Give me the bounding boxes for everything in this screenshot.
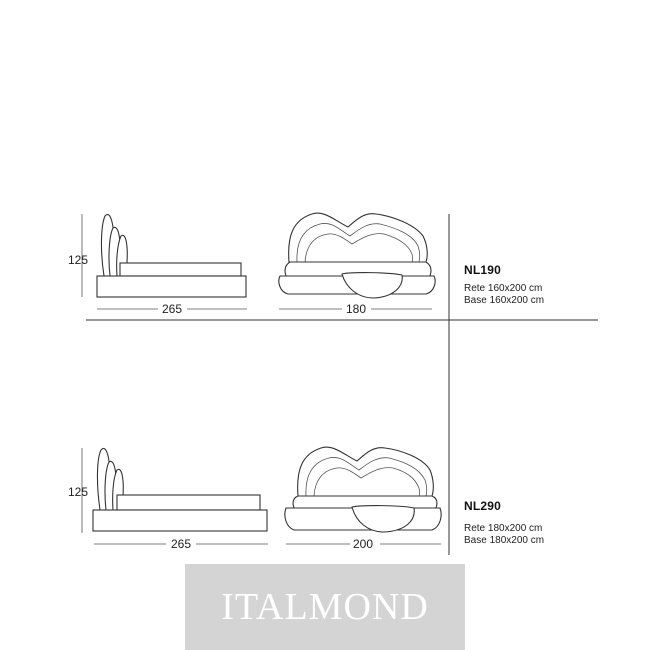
- nl290-height-label: 125: [68, 485, 88, 499]
- spec-base: Base 180x200 cm: [464, 535, 545, 546]
- nl290-width-label: 200: [353, 537, 373, 551]
- spec-base: Base 160x200 cm: [464, 295, 545, 306]
- nl290-side-view: [92, 448, 268, 532]
- nl290-length-label: 265: [171, 537, 191, 551]
- nl290-front-view: [284, 446, 442, 533]
- nl190-length-label: 265: [162, 302, 182, 316]
- nl190-info: NL190 Rete 160x200 cm Base 160x200 cm: [464, 263, 544, 307]
- watermark-text: ITALMOND: [221, 586, 429, 628]
- italmond-watermark: ITALMOND: [185, 564, 465, 650]
- nl190-side-view: [96, 214, 247, 298]
- model-name: NL190: [464, 263, 502, 277]
- nl190-width-label: 180: [346, 302, 366, 316]
- spec-rete: Rete 160x200 cm: [464, 283, 543, 294]
- nl190-height-label: 125: [68, 253, 88, 267]
- nl190-front-view: [278, 212, 436, 299]
- spec-rete: Rete 180x200 cm: [464, 523, 543, 534]
- model-name: NL290: [464, 499, 502, 513]
- nl290-info: NL290 Rete 180x200 cm Base 180x200 cm: [464, 499, 544, 547]
